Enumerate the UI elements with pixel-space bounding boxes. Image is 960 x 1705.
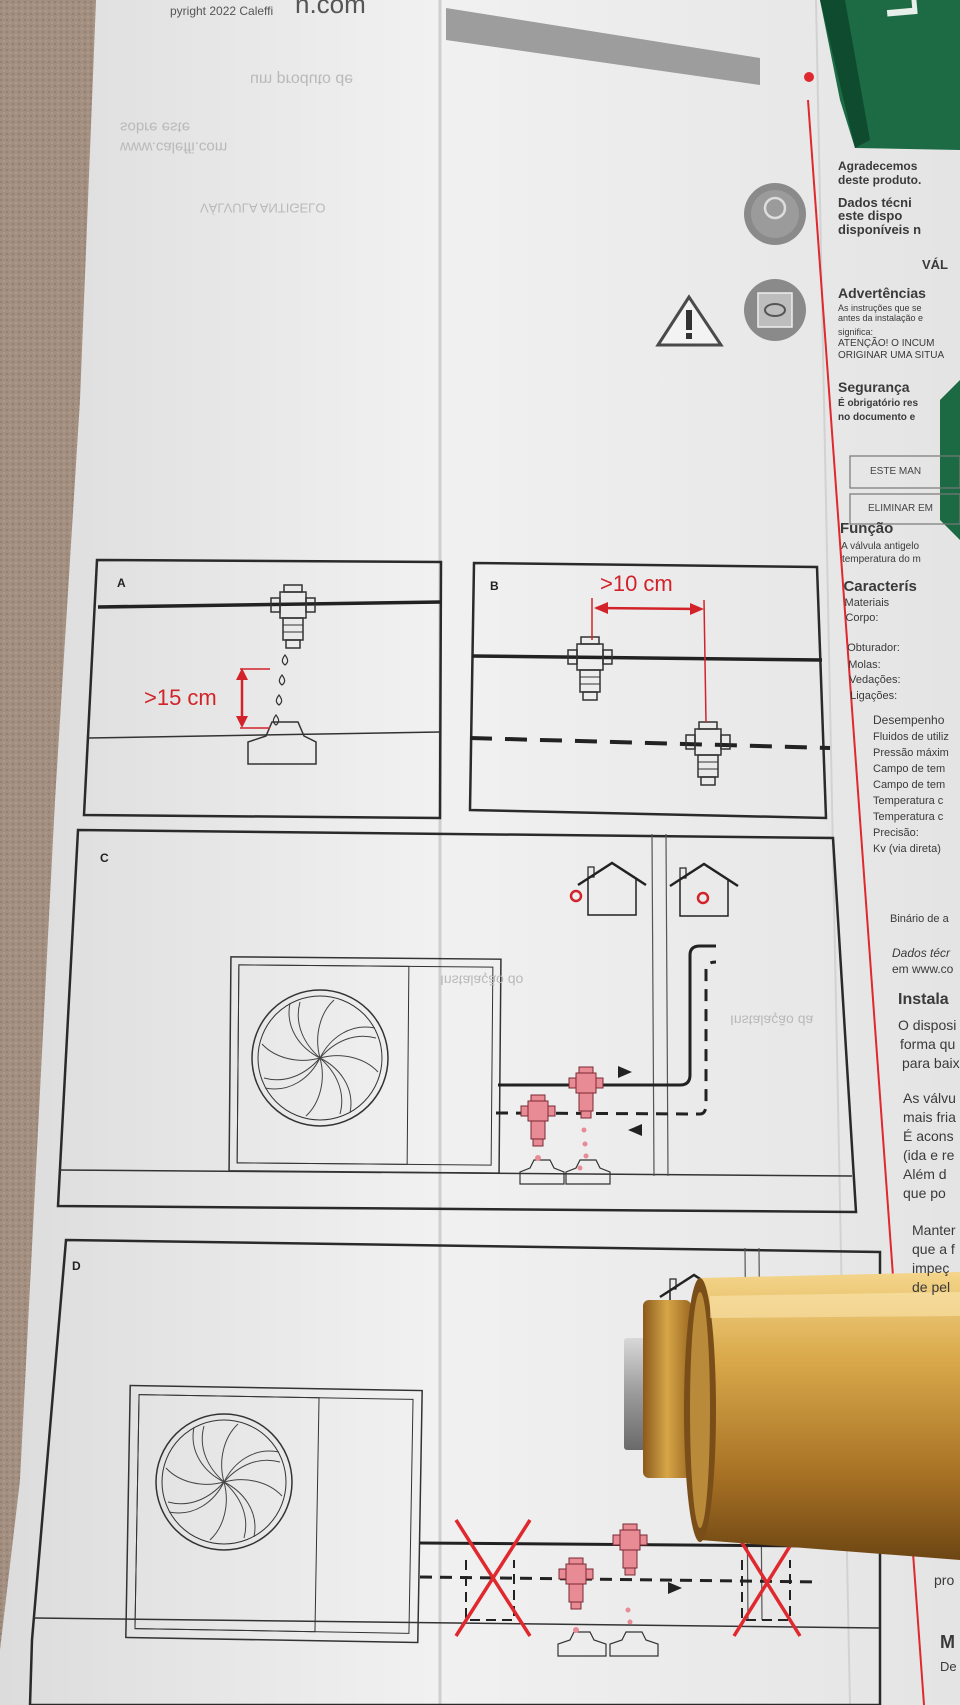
- manual-line: Dados técni: [838, 195, 912, 210]
- manual-line: pro: [934, 1572, 955, 1588]
- manual-line: disponíveis n: [838, 222, 922, 237]
- manual-line: que po: [903, 1185, 946, 1201]
- manual-line: Advertências: [838, 285, 926, 301]
- manual-line: Temperatura c: [873, 795, 944, 807]
- manual-line: para baix: [902, 1055, 960, 1071]
- manual-line: Além d: [903, 1166, 947, 1182]
- manual-line: ATENÇÃO! O INCUM: [838, 338, 935, 349]
- manual-line: Instala: [898, 991, 949, 1008]
- manual-line: Precisão:: [873, 827, 919, 839]
- panel-a-measure: >15 cm: [144, 685, 217, 710]
- manual-line: Campo de tem: [873, 763, 946, 775]
- manual-line: A válvula antigelo: [841, 541, 920, 552]
- manual-line: este dispo: [838, 208, 903, 223]
- manual-line: As instruções que se: [838, 303, 922, 313]
- manual-line: Agradecemos: [838, 159, 918, 173]
- site-url: n.com: [295, 0, 366, 19]
- manual-line: antes da instalação e: [838, 313, 924, 323]
- manual-line: deste produto.: [838, 173, 922, 187]
- manual-line: Materiais: [844, 597, 890, 609]
- manual-line: Função: [839, 520, 894, 537]
- manual-line: Campo de tem: [873, 779, 946, 791]
- manual-line: Pressão máxim: [873, 747, 949, 759]
- mirror-text-1: um produto de: [250, 70, 354, 88]
- manual-line: Fluidos de utiliz: [873, 731, 949, 743]
- mirror-text-4: VÁLVULA ANTIGELO: [200, 200, 326, 216]
- manual-line: Caracterís: [843, 578, 917, 595]
- manual-line: de pel: [912, 1279, 951, 1295]
- manual-line: significa:: [838, 327, 874, 337]
- manual-line: Dados técr: [892, 946, 951, 960]
- manual-line: É obrigatório res: [838, 398, 919, 409]
- manual-line: Manter: [912, 1222, 956, 1238]
- manual-line: Vedações:: [849, 674, 901, 686]
- mirror-text-2: sobre este: [120, 118, 191, 136]
- box-eliminar: ELIMINAR EM: [868, 503, 934, 514]
- manual-line: De: [940, 1659, 957, 1674]
- manual-line: forma qu: [900, 1036, 956, 1052]
- copyright-text: pyright 2022 Caleffi: [170, 4, 274, 18]
- manual-line: Corpo:: [845, 612, 879, 624]
- manual-line: mais fria: [903, 1109, 956, 1125]
- panel-c-label: C: [100, 851, 109, 865]
- manual-line: temperatura do m: [841, 554, 921, 565]
- manual-line: Desempenho: [873, 713, 945, 727]
- manual-line: VÁL: [922, 257, 948, 272]
- manual-line: em www.co: [892, 962, 954, 976]
- panel-b-measure: >10 cm: [600, 571, 673, 596]
- manual-line: M: [940, 1632, 955, 1652]
- manual-line: Temperatura c: [873, 811, 944, 823]
- manual-line: que a f: [912, 1241, 955, 1257]
- manual-line: (ida e re: [903, 1147, 955, 1163]
- manual-line: impeç: [912, 1260, 950, 1276]
- panel-a-label: A: [117, 576, 126, 590]
- manual-line: Molas:: [848, 659, 881, 671]
- mirror-text-6: Instalação da: [730, 1012, 814, 1029]
- mirror-text-5: Instalação do: [440, 972, 524, 989]
- manual-line: O disposi: [898, 1017, 957, 1033]
- manual-line: É acons: [903, 1128, 954, 1144]
- manual-line: Binário de a: [890, 913, 949, 925]
- manual-line: Ligações:: [850, 690, 898, 702]
- manual-line: ORIGINAR UMA SITUA: [838, 350, 945, 361]
- manual-line: Segurança: [838, 379, 910, 395]
- panel-d-label: D: [72, 1259, 81, 1273]
- manual-line: no documento e: [838, 412, 916, 423]
- panel-b-label: B: [490, 579, 499, 593]
- box-este-manual: ESTE MAN: [870, 466, 922, 477]
- mirror-text-3: www.caleffi.com: [120, 138, 228, 156]
- manual-line: As válvu: [903, 1090, 956, 1106]
- manual-line: Kv (via direta): [873, 843, 941, 855]
- manual-line: Obturador:: [847, 642, 900, 654]
